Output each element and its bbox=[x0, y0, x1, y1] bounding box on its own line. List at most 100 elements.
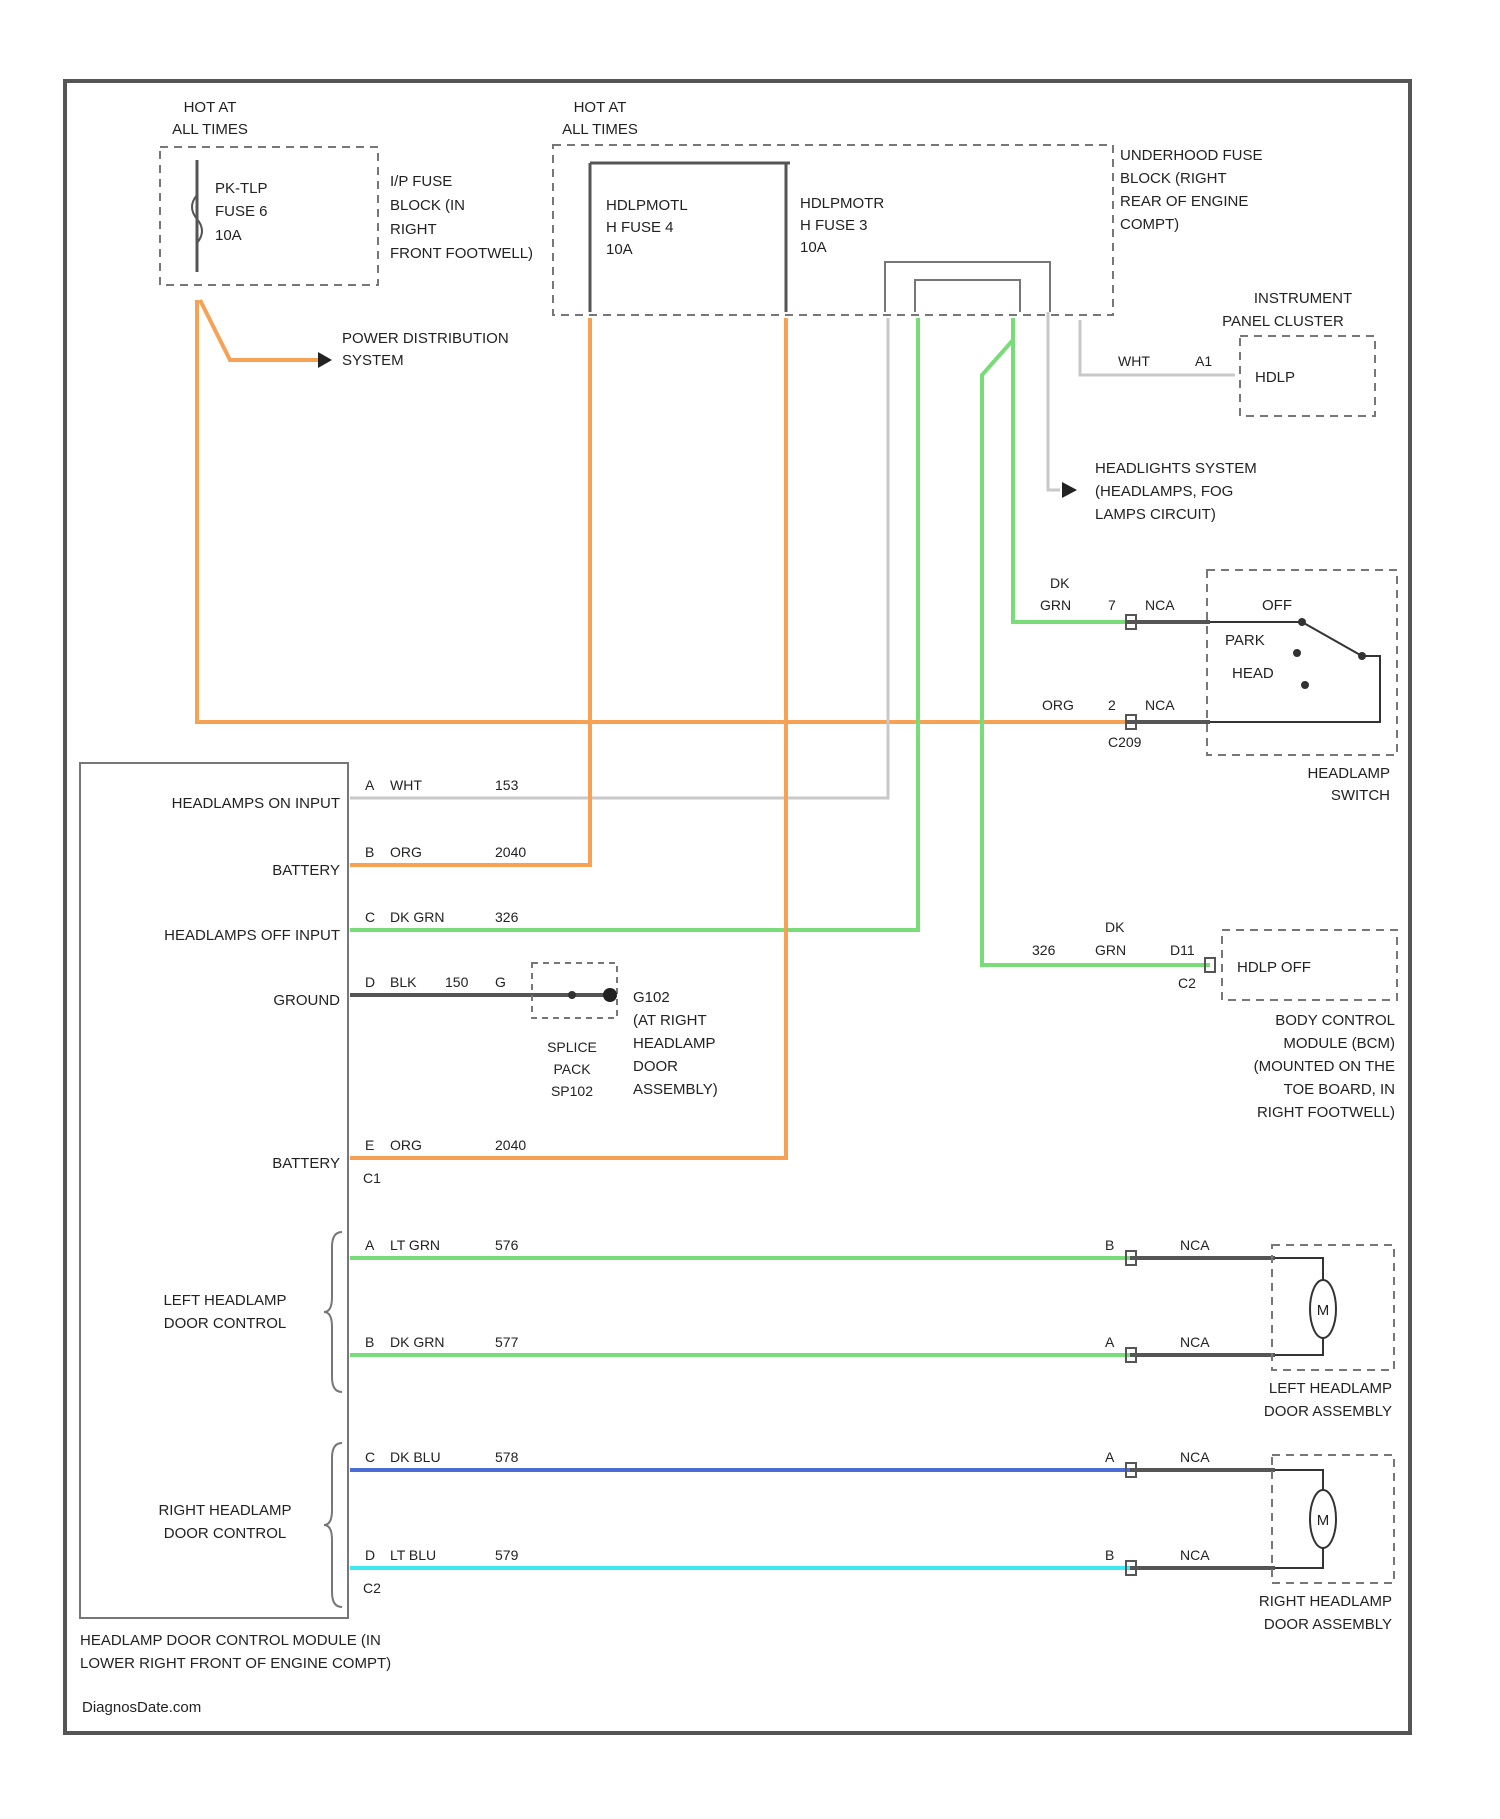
module-pin-c-color: DK GRN bbox=[390, 909, 444, 925]
fuse-hdlpmotl-name: H FUSE 4 bbox=[606, 219, 674, 236]
module-motor-a-pin: A bbox=[365, 1237, 375, 1253]
splice-pack-label-3: SP102 bbox=[551, 1083, 593, 1099]
right-assembly-title-1: RIGHT HEADLAMP bbox=[1259, 1593, 1392, 1610]
fuse-hdlpmotl-label: HDLPMOTL bbox=[606, 197, 688, 214]
wire-bcm-circuit: 326 bbox=[1032, 942, 1056, 958]
module-motor-d-color: LT BLU bbox=[390, 1547, 436, 1563]
switch-contact-head bbox=[1301, 681, 1309, 689]
ground-desc-3: DOOR bbox=[633, 1058, 678, 1075]
splice-pack-label-1: SPLICE bbox=[547, 1039, 597, 1055]
module-pin-c-pin: C bbox=[365, 909, 375, 925]
headlamp-switch-title-2: SWITCH bbox=[1331, 787, 1390, 804]
switch-pos-park: PARK bbox=[1225, 632, 1265, 649]
ip-fuse-block bbox=[160, 147, 378, 285]
module-pin-b-color: ORG bbox=[390, 844, 422, 860]
module-motor-d-circuit: 579 bbox=[495, 1547, 519, 1563]
bcm-desc-2: MODULE (BCM) bbox=[1283, 1035, 1395, 1052]
cluster-title-2: PANEL CLUSTER bbox=[1222, 313, 1344, 330]
right-door-control-2: DOOR CONTROL bbox=[164, 1525, 287, 1542]
hot-at-all-times-1: HOT AT bbox=[184, 99, 237, 116]
bcm-input-label: HDLP OFF bbox=[1237, 959, 1311, 976]
fuse-pk-tlp-name: FUSE 6 bbox=[215, 203, 268, 220]
cluster-input-label: HDLP bbox=[1255, 369, 1295, 386]
module-pin-e-label: BATTERY bbox=[272, 1155, 340, 1172]
hot-at-all-times-1b: ALL TIMES bbox=[172, 121, 248, 138]
module-label-2: LOWER RIGHT FRONT OF ENGINE COMPT) bbox=[80, 1655, 391, 1672]
wire-bcm-color-2: GRN bbox=[1095, 942, 1126, 958]
module-motor-a-circuit: 576 bbox=[495, 1237, 519, 1253]
module-motor-c-color: DK BLU bbox=[390, 1449, 441, 1465]
underhood-label-3: REAR OF ENGINE bbox=[1120, 193, 1248, 210]
headlamp-switch-title-1: HEADLAMP bbox=[1307, 765, 1390, 782]
headlights-system-label-2: (HEADLAMPS, FOG bbox=[1095, 483, 1233, 500]
module-motor-c-circuit: 578 bbox=[495, 1449, 519, 1465]
fuse-hdlpmotr-label: HDLPMOTR bbox=[800, 195, 884, 212]
ip-fuse-block-label-2: BLOCK (IN bbox=[390, 197, 465, 214]
cluster-wire-color: WHT bbox=[1118, 353, 1150, 369]
splice-node bbox=[568, 991, 576, 999]
module-pin-b-label: BATTERY bbox=[272, 862, 340, 879]
ground-g102-node bbox=[603, 988, 617, 1002]
module-motor-a-color: LT GRN bbox=[390, 1237, 440, 1253]
left-motor-label: M bbox=[1317, 1302, 1330, 1319]
underhood-label-4: COMPT) bbox=[1120, 216, 1179, 233]
left-assembly-title-2: DOOR ASSEMBLY bbox=[1264, 1403, 1392, 1420]
fuse-hdlpmotr-name: H FUSE 3 bbox=[800, 217, 868, 234]
left-assembly-nca-2: NCA bbox=[1180, 1334, 1210, 1350]
underhood-internal-jumper bbox=[885, 262, 1050, 312]
bcm-desc-3: (MOUNTED ON THE bbox=[1254, 1058, 1395, 1075]
wire-dkgrn-headlamps-off bbox=[350, 318, 918, 930]
ground-code: G102 bbox=[633, 989, 670, 1006]
module-motor-b-pin: B bbox=[365, 1334, 374, 1350]
left-door-control-1: LEFT HEADLAMP bbox=[163, 1292, 286, 1309]
right-motor-label: M bbox=[1317, 1512, 1330, 1529]
cluster-pin: A1 bbox=[1195, 353, 1212, 369]
fuse-pk-tlp-label: PK-TLP bbox=[215, 180, 268, 197]
bcm-desc-4: TOE BOARD, IN bbox=[1284, 1081, 1395, 1098]
wire-dkgrn-switch-color-2: GRN bbox=[1040, 597, 1071, 613]
switch-pos-off: OFF bbox=[1262, 597, 1292, 614]
module-pin-d-color: BLK bbox=[390, 974, 417, 990]
right-assembly-nca-2: NCA bbox=[1180, 1547, 1210, 1563]
left-assembly-pin-b: B bbox=[1105, 1237, 1114, 1253]
ip-fuse-block-label-3: RIGHT bbox=[390, 221, 437, 238]
underhood-internal-jumper-2 bbox=[915, 280, 1020, 312]
module-pin-d-pin: D bbox=[365, 974, 375, 990]
power-distribution-label-1: POWER DISTRIBUTION bbox=[342, 330, 509, 347]
connector-ticks bbox=[1126, 615, 1215, 1575]
wire-dkgrn-switch-pin: 7 bbox=[1108, 597, 1116, 613]
module-connector-c2: C2 bbox=[363, 1580, 381, 1596]
module-pin-c-label: HEADLAMPS OFF INPUT bbox=[164, 927, 340, 944]
fuse-hdlpmotl-rating: 10A bbox=[606, 241, 633, 258]
wire-dkgrn-switch-nca: NCA bbox=[1145, 597, 1175, 613]
bcm-desc-1: BODY CONTROL bbox=[1275, 1012, 1395, 1029]
fuse-hdlpmotr-rating: 10A bbox=[800, 239, 827, 256]
headlights-system-arrow bbox=[1062, 482, 1077, 498]
headlamp-switch-box bbox=[1207, 570, 1397, 755]
module-motor-b-circuit: 577 bbox=[495, 1334, 519, 1350]
module-pin-e-color: ORG bbox=[390, 1137, 422, 1153]
module-connector-c1: C1 bbox=[363, 1170, 381, 1186]
ground-desc-1: (AT RIGHT bbox=[633, 1012, 707, 1029]
module-pin-d-circuit: 150 bbox=[445, 974, 469, 990]
headlights-system-label-3: LAMPS CIRCUIT) bbox=[1095, 506, 1216, 523]
underhood-label-1: UNDERHOOD FUSE bbox=[1120, 147, 1263, 164]
wire-bcm-pin: D11 bbox=[1170, 942, 1195, 958]
ip-fuse-block-label-1: I/P FUSE bbox=[390, 173, 452, 190]
wire-org-battery-e bbox=[350, 318, 786, 1158]
power-distribution-label-2: SYSTEM bbox=[342, 352, 404, 369]
module-pin-b-pin: B bbox=[365, 844, 374, 860]
switch-contact-park bbox=[1293, 649, 1301, 657]
fuse-pk-tlp-rating: 10A bbox=[215, 227, 242, 244]
module-label-1: HEADLAMP DOOR CONTROL MODULE (IN bbox=[80, 1632, 381, 1649]
power-distribution-arrow bbox=[318, 352, 332, 368]
door-control-module bbox=[80, 763, 348, 1618]
left-door-control-2: DOOR CONTROL bbox=[164, 1315, 287, 1332]
bcm-desc-5: RIGHT FOOTWELL) bbox=[1257, 1104, 1395, 1121]
right-group-brace bbox=[324, 1443, 342, 1607]
right-assembly-title-2: DOOR ASSEMBLY bbox=[1264, 1616, 1392, 1633]
ground-desc-4: ASSEMBLY) bbox=[633, 1081, 718, 1098]
headlights-system-wire bbox=[1048, 312, 1060, 490]
module-motor-c-pin: C bbox=[365, 1449, 375, 1465]
